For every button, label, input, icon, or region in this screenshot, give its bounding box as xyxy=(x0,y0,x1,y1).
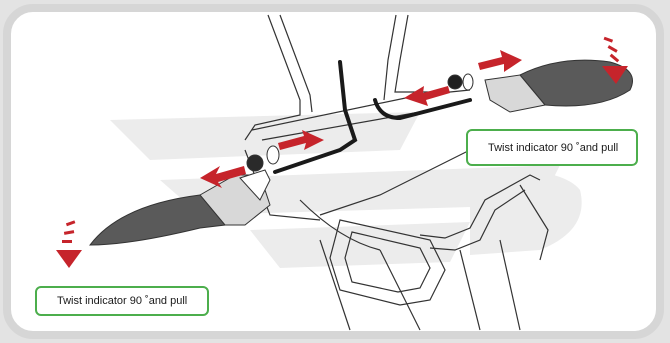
callout-text: Twist indicator 90 ˚and pull xyxy=(488,141,619,154)
callout-left: Twist indicator 90 ˚and pull xyxy=(35,286,209,316)
right-indicator xyxy=(447,59,633,113)
wiring-cables xyxy=(273,60,472,174)
left-indicator xyxy=(88,145,280,246)
pull-arrow-icon xyxy=(200,50,522,188)
callout-right: Twist indicator 90 ˚and pull xyxy=(466,129,638,166)
rotate-arrow-icon xyxy=(56,36,628,268)
motorcycle-body xyxy=(244,14,549,331)
callout-text: Twist indicator 90 ˚and pull xyxy=(57,295,188,307)
